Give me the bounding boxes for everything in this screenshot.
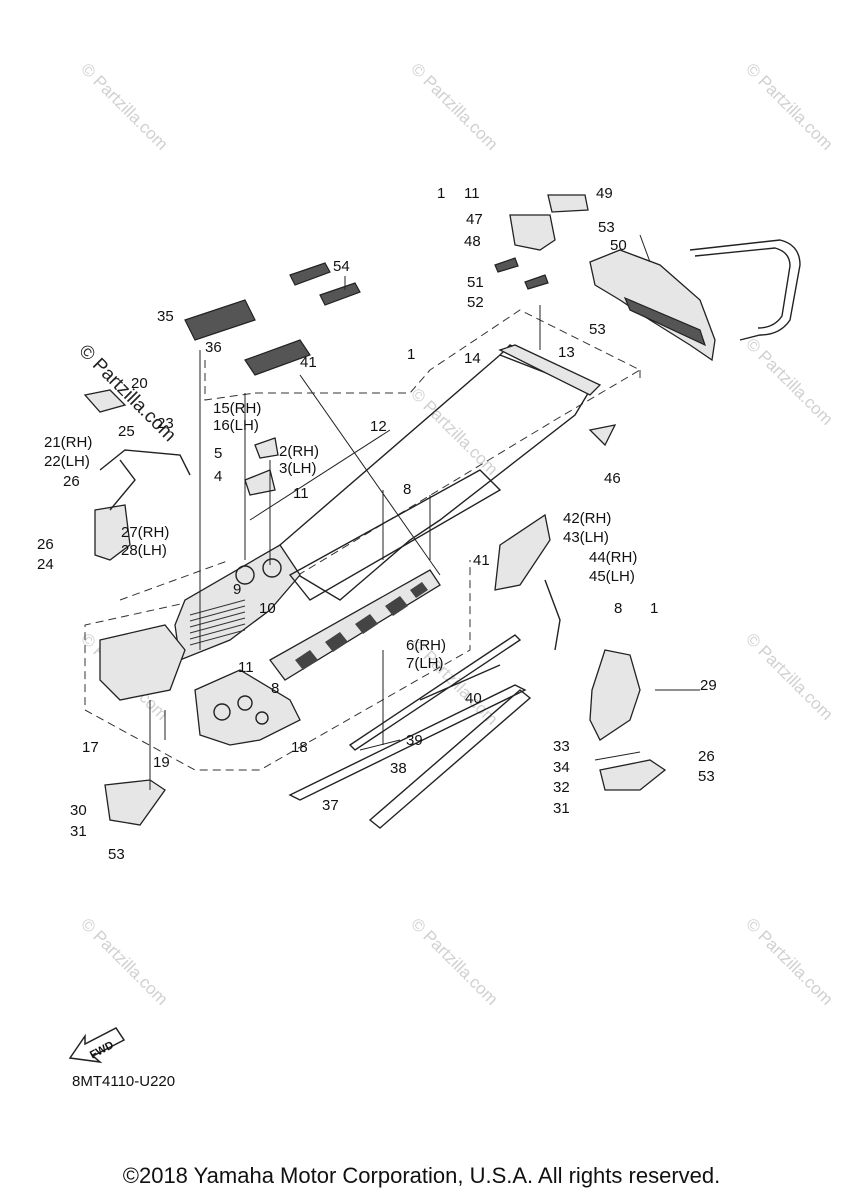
callout-33: 33: [553, 738, 570, 755]
callout-26: 26: [37, 536, 54, 553]
callout-35: 35: [157, 308, 174, 325]
callout-41: 41: [473, 552, 490, 569]
callout-44rh: 44(RH): [589, 549, 637, 566]
callout-31: 31: [70, 823, 87, 840]
center-hood-parts: [235, 437, 282, 585]
assembly-outlines: [84, 309, 642, 771]
watermark: © Partzilla.com: [742, 59, 836, 153]
callout-41: 41: [300, 354, 317, 371]
fwd-arrow: FWD: [68, 1027, 126, 1064]
callout-8: 8: [271, 680, 279, 697]
callout-1: 1: [437, 185, 445, 202]
leader-lines: [149, 234, 700, 790]
watermark: © Partzilla.com: [77, 914, 171, 1008]
callout-16lh: 16(LH): [213, 417, 259, 434]
callout-53: 53: [598, 219, 615, 236]
callout-20: 20: [131, 375, 148, 392]
callout-24: 24: [37, 556, 54, 573]
watermark: © Partzilla.com: [742, 334, 836, 428]
callout-53: 53: [698, 768, 715, 785]
callout-54: 54: [333, 258, 350, 275]
watermark: © Partzilla.com: [742, 629, 836, 723]
watermark: © Partzilla.com: [407, 914, 501, 1008]
callout-7lh: 7(LH): [406, 655, 444, 672]
left-footrest: [83, 389, 191, 826]
callout-50: 50: [610, 237, 627, 254]
callout-23: 23: [157, 415, 174, 432]
callout-22lh: 22(LH): [44, 453, 90, 470]
callout-36: 36: [205, 339, 222, 356]
rear-bumper: [589, 239, 801, 362]
callout-9: 9: [233, 581, 241, 598]
tunnel-slots: [189, 599, 246, 646]
callout-37: 37: [322, 797, 339, 814]
callout-48: 48: [464, 233, 481, 250]
callout-12: 12: [370, 418, 387, 435]
callout-53: 53: [589, 321, 606, 338]
callout-29: 29: [700, 677, 717, 694]
callout-3lh: 3(LH): [279, 460, 317, 477]
callout-11: 11: [238, 659, 254, 676]
callout-45lh: 45(LH): [589, 568, 635, 585]
callout-18: 18: [291, 739, 308, 756]
callout-19: 19: [153, 754, 170, 771]
callout-17: 17: [82, 739, 99, 756]
callout-11: 11: [464, 185, 480, 202]
watermark: © Partzilla.com: [407, 384, 501, 478]
callout-6rh: 6(RH): [406, 637, 446, 654]
callouts: 1 11 49 47 48 53 50 54 51 52 53 35 36 41…: [37, 185, 717, 863]
callout-13: 13: [558, 344, 575, 361]
callout-31: 31: [553, 800, 570, 817]
callout-4: 4: [214, 468, 222, 485]
callout-40: 40: [465, 690, 482, 707]
watermarks: © Partzilla.com © Partzilla.com © Partzi…: [74, 59, 836, 1008]
callout-1: 1: [650, 600, 658, 617]
rail-openings: [295, 582, 428, 670]
callout-27rh: 27(RH): [121, 524, 169, 541]
callout-38: 38: [390, 760, 407, 777]
tunnel: [99, 344, 602, 746]
copyright-notice: ©2018 Yamaha Motor Corporation, U.S.A. A…: [122, 1163, 721, 1188]
callout-15rh: 15(RH): [213, 400, 261, 417]
callout-30: 30: [70, 802, 87, 819]
rails-bottom: [288, 634, 532, 829]
traction-pads: [184, 257, 549, 376]
callout-53: 53: [108, 846, 125, 863]
callout-28lh: 28(LH): [121, 542, 167, 559]
callout-43lh: 43(LH): [563, 529, 609, 546]
callout-10: 10: [259, 600, 276, 617]
callout-51: 51: [467, 274, 484, 291]
callout-34: 34: [553, 759, 570, 776]
callout-49: 49: [596, 185, 613, 202]
callout-14: 14: [464, 350, 481, 367]
callout-32: 32: [553, 779, 570, 796]
callout-1: 1: [407, 346, 415, 363]
drawing-code: 8MT4110-U220: [72, 1073, 176, 1090]
callout-26: 26: [63, 473, 80, 490]
callout-25: 25: [118, 423, 135, 440]
callout-39: 39: [406, 732, 423, 749]
callout-2rh: 2(RH): [279, 443, 319, 460]
watermark: © Partzilla.com: [407, 59, 501, 153]
taillight-bracket: [509, 194, 617, 447]
callout-11: 11: [293, 485, 309, 502]
callout-52: 52: [467, 294, 484, 311]
watermark: © Partzilla.com: [77, 59, 171, 153]
callout-26: 26: [698, 748, 715, 765]
callout-8: 8: [614, 600, 622, 617]
callout-5: 5: [214, 445, 222, 462]
callout-46: 46: [604, 470, 621, 487]
callout-8: 8: [403, 481, 411, 498]
callout-21rh: 21(RH): [44, 434, 92, 451]
right-running-board: [494, 513, 667, 791]
watermark: © Partzilla.com: [742, 914, 836, 1008]
callout-42rh: 42(RH): [563, 510, 611, 527]
callout-47: 47: [466, 211, 483, 228]
